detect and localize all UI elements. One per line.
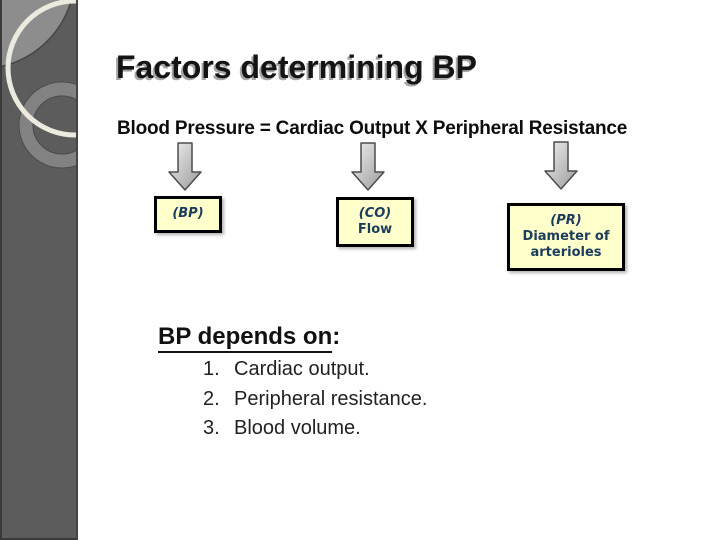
list-item: 3. Blood volume. [203,417,427,447]
down-arrow-icon [168,142,202,191]
co-box-label: (CO) [358,205,392,221]
depends-heading: BP depends on: [158,323,341,353]
sidebar-decoration [0,0,145,540]
sidebar-circles-graphic [0,0,145,540]
list-item: 1. Cardiac output. [203,358,427,388]
list-item-text: Cardiac output. [234,358,370,380]
pr-box-sublabel-2: arterioles [530,245,602,261]
bp-box: (BP) [154,196,222,233]
list-item-number: 1. [203,358,220,380]
list-item: 2. Peripheral resistance. [203,388,427,418]
co-box: (CO) Flow [336,197,414,247]
depends-list: 1. Cardiac output. 2. Peripheral resista… [203,358,427,447]
pr-box: (PR) Diameter of arterioles [507,203,625,271]
list-item-text: Blood volume. [234,417,361,439]
pr-box-label: (PR) [550,212,582,228]
list-item-number: 3. [203,417,220,439]
down-arrow-icon [351,142,385,191]
equation-text: Blood Pressure = Cardiac Output X Periph… [117,118,628,139]
down-arrow-icon [544,141,578,190]
pr-box-sublabel-1: Diameter of [522,228,610,244]
list-item-text: Peripheral resistance. [234,387,428,410]
depends-heading-colon: : [332,323,341,350]
slide-title: Factors determining BP [116,49,477,85]
co-box-sublabel: Flow [357,222,393,237]
list-item-number: 2. [203,387,220,410]
depends-heading-text: BP depends on [158,323,333,353]
bp-box-label: (BP) [172,206,204,222]
